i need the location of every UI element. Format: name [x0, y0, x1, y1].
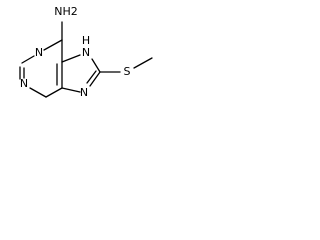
bond-c8-n9-double: [86, 70, 97, 84]
atom-label-n3: N: [20, 77, 28, 90]
bond-s-methyl: [133, 57, 153, 69]
bond-n3-c4: [29, 87, 47, 98]
atom-label-n1: N: [35, 46, 43, 59]
bond-c5-n7: [61, 54, 81, 63]
atom-label-sulfur: S: [124, 65, 131, 78]
bond-c8-n9: [89, 71, 101, 87]
bond-n9-c4: [61, 87, 81, 93]
bond-c4-ring: [45, 87, 63, 98]
atom-label-n7: N: [82, 46, 90, 59]
chemical-structure: NH2 N N N H N S: [19, 5, 153, 99]
bond-n1-c2: [21, 55, 35, 64]
atom-label-n7-h: H: [82, 34, 90, 47]
atom-label-n9: N: [80, 86, 88, 99]
atom-label-amine: NH2: [54, 5, 78, 18]
bond-c6-n1: [43, 39, 63, 51]
bond-n7-c8: [91, 58, 101, 73]
